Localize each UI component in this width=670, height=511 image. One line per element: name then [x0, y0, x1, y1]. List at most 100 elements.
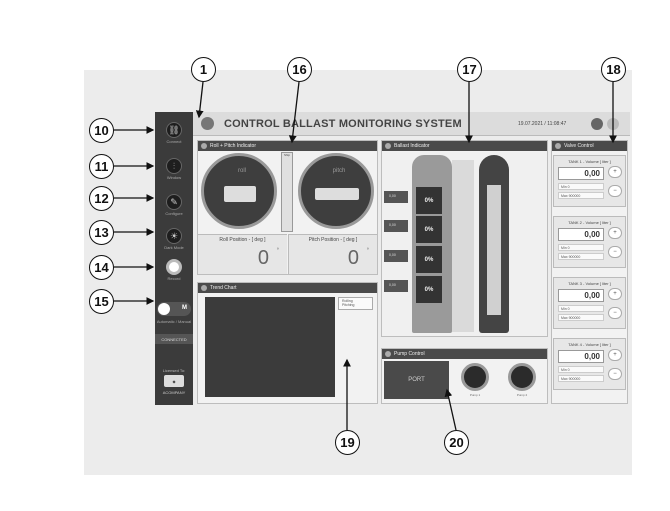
valve-tank-3: TANK 3 - Volume [ liter ] 0,00 Min 0 Max… — [553, 277, 626, 329]
max-label: Max — [561, 316, 568, 320]
valve-title: Valve Control — [552, 141, 627, 151]
callout-17: 17 — [457, 57, 482, 82]
sidebar-item-label: Configure — [165, 211, 183, 216]
valve-tank-value[interactable]: 0,00 — [558, 350, 604, 363]
sidebar-item-label: Record — [167, 276, 181, 281]
wrench-icon: ✎ — [166, 194, 182, 210]
legend-pitching: Pitching — [342, 303, 355, 307]
trend-title: Trend Chart — [198, 283, 377, 293]
sidebar-item-window[interactable]: ⫶ Window — [155, 158, 193, 188]
valve-tank-max[interactable]: Max 900000 — [558, 192, 604, 199]
valve-tank-max[interactable]: Max 900000 — [558, 314, 604, 321]
trend-legend: Rolling Pitching — [338, 297, 373, 310]
sidebar: ⛓ Connect ⫶ Window ✎ Configure ☀ Dark Mo… — [155, 112, 193, 405]
page-title: CONTROL BALLAST MONITORING SYSTEM — [224, 118, 462, 130]
datetime: 19.07.2021 / 11:08:47 — [518, 121, 567, 127]
valve-tank-min[interactable]: Min 0 — [558, 183, 604, 190]
sun-icon: ☀ — [166, 228, 182, 244]
roll-unit: ° — [276, 248, 279, 254]
mode-toggle[interactable]: M — [157, 302, 191, 316]
valve-plus-button[interactable]: + — [608, 227, 622, 239]
toggle-knob — [158, 303, 170, 315]
valve-tank-min[interactable]: Min 0 — [558, 305, 604, 312]
ballast-side-value-3: 0,00 — [389, 253, 396, 257]
valve-tank-value[interactable]: 0,00 — [558, 167, 604, 180]
company-logo: ◆ — [164, 375, 184, 387]
pump-2-label: Pump 2 — [516, 393, 528, 397]
callout-19: 19 — [335, 430, 360, 455]
ballast-side-4 — [384, 280, 408, 292]
roll-gauge: roll — [201, 153, 277, 229]
sidebar-item-connect[interactable]: ⛓ Connect — [155, 122, 193, 152]
valve-tank-max[interactable]: Max 900000 — [558, 375, 604, 382]
valve-tank-title: TANK 4 - Volume [ liter ] — [568, 342, 611, 347]
link-icon: ⛓ — [166, 122, 182, 138]
callout-10: 10 — [89, 118, 114, 143]
connection-status: CONNECTED — [155, 334, 193, 344]
pitch-position-label: Pitch Position - [ deg ] — [308, 237, 358, 243]
callout-1: 1 — [191, 57, 216, 82]
valve-tank-4: TANK 4 - Volume [ liter ] 0,00 Min 0 Max… — [553, 338, 626, 390]
sidebar-item-configure[interactable]: ✎ Configure — [155, 194, 193, 224]
pump-port-label: PORT — [384, 361, 449, 399]
ballast-tank-4: 0% — [416, 276, 442, 303]
licence-text: Licensed To: — [162, 368, 186, 373]
user-icon[interactable] — [591, 118, 603, 130]
app-logo-icon — [201, 117, 214, 130]
callout-20: 20 — [444, 430, 469, 455]
ballast-tank-1: 0% — [416, 187, 442, 214]
min-value: 0 — [567, 307, 570, 311]
sidebar-item-label: Window — [166, 175, 182, 180]
max-label: Max — [561, 377, 568, 381]
sidebar-item-dark-mode[interactable]: ☀ Dark Mode — [155, 228, 193, 258]
ship-front-icon — [224, 186, 256, 202]
sidebar-item-label: Connect — [166, 139, 182, 144]
pump-2-button[interactable] — [508, 363, 536, 391]
pump-1-label: Pump 1 — [469, 393, 481, 397]
roll-pitch-title: Roll + Pitch Indicator — [198, 141, 377, 151]
valve-minus-button[interactable]: − — [608, 185, 622, 197]
valve-plus-button[interactable]: + — [608, 349, 622, 361]
min-value: 0 — [567, 368, 570, 372]
trend-chart-area — [205, 297, 335, 397]
ship-hull-side — [412, 155, 452, 333]
toggle-label: M — [182, 305, 187, 311]
roll-label: roll — [237, 168, 246, 174]
ship-scale: Ship — [281, 152, 293, 232]
pitch-value: 0 — [347, 247, 359, 269]
max-value: 900000 — [568, 255, 581, 259]
valve-plus-button[interactable]: + — [608, 166, 622, 178]
roll-value: 0 — [257, 247, 269, 269]
sidebar-item-record[interactable]: Record — [155, 259, 193, 289]
logo-text: ACOMPANY — [162, 390, 186, 395]
valve-tank-title: TANK 3 - Volume [ liter ] — [568, 281, 611, 286]
valve-tank-value[interactable]: 0,00 — [558, 228, 604, 241]
record-icon — [166, 259, 182, 275]
valve-minus-button[interactable]: − — [608, 368, 622, 380]
valve-tank-max[interactable]: Max 900000 — [558, 253, 604, 260]
power-icon[interactable] — [607, 118, 619, 130]
valve-tank-1: TANK 1 - Volume [ liter ] 0,00 Min 0 Max… — [553, 155, 626, 207]
header: CONTROL BALLAST MONITORING SYSTEM 19.07.… — [193, 112, 630, 136]
valve-plus-button[interactable]: + — [608, 288, 622, 300]
ballast-tank-3: 0% — [416, 246, 442, 273]
max-label: Max — [561, 194, 568, 198]
pitch-readout: Pitch Position - [ deg ] 0 ° — [288, 234, 377, 274]
max-value: 900000 — [568, 194, 581, 198]
valve-tank-title: TANK 1 - Volume [ liter ] — [568, 159, 611, 164]
valve-tank-value[interactable]: 0,00 — [558, 289, 604, 302]
callout-15: 15 — [89, 289, 114, 314]
valve-minus-button[interactable]: − — [608, 307, 622, 319]
pitch-label: pitch — [332, 168, 346, 174]
ballast-title: Ballast Indicator — [382, 141, 547, 151]
valve-tank-min[interactable]: Min 0 — [558, 366, 604, 373]
ballast-side-2 — [384, 220, 408, 232]
ballast-side-1 — [384, 191, 408, 203]
callout-16: 16 — [287, 57, 312, 82]
callout-12: 12 — [89, 186, 114, 211]
pump-1-button[interactable] — [461, 363, 489, 391]
valve-minus-button[interactable]: − — [608, 246, 622, 258]
valve-tank-min[interactable]: Min 0 — [558, 244, 604, 251]
max-label: Max — [561, 255, 568, 259]
